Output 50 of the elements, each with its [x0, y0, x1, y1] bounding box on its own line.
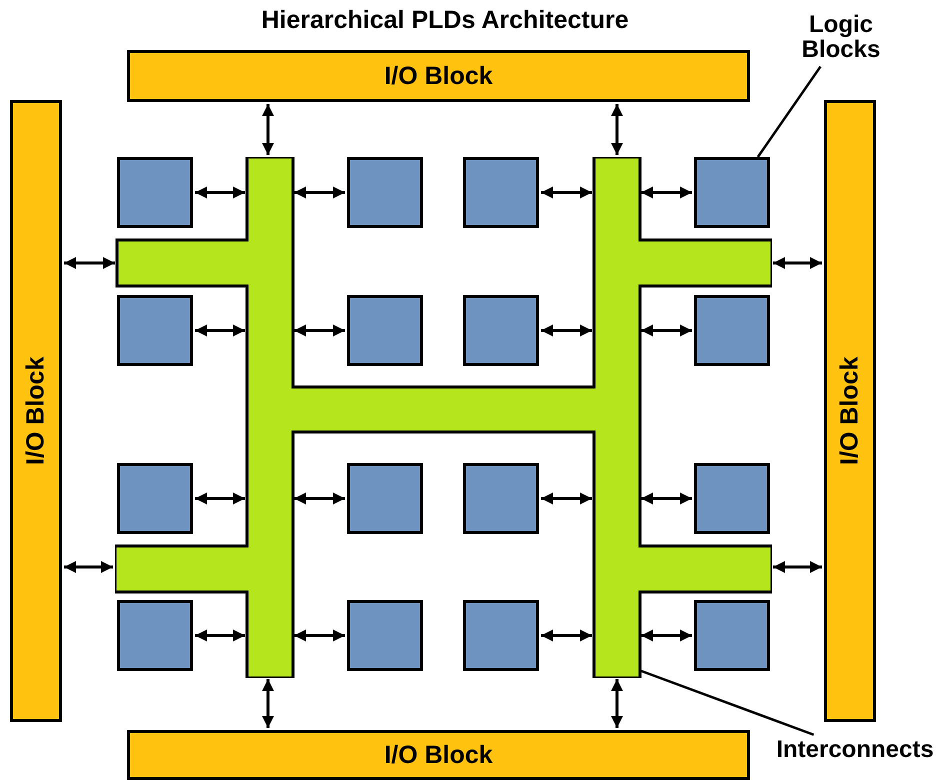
- logic-block: [694, 295, 770, 366]
- io-block: I/O Block: [127, 50, 750, 102]
- logic-block: [347, 463, 423, 534]
- logic-block: [347, 600, 423, 671]
- callout-label: Interconnects: [760, 735, 950, 765]
- double-arrow: [195, 186, 245, 198]
- double-arrow: [195, 630, 245, 642]
- io-block: I/O Block: [10, 100, 62, 722]
- double-arrow: [64, 561, 113, 573]
- double-arrow: [541, 492, 592, 504]
- logic-block: [117, 157, 193, 228]
- double-arrow: [262, 679, 274, 728]
- double-arrow: [262, 104, 274, 155]
- logic-block: [463, 295, 539, 366]
- logic-block: [463, 600, 539, 671]
- double-arrow: [641, 186, 692, 198]
- double-arrow: [294, 324, 345, 336]
- double-arrow: [641, 492, 692, 504]
- logic-block: [694, 157, 770, 228]
- double-arrow: [294, 492, 345, 504]
- double-arrow: [773, 257, 822, 269]
- callout-label: Logic Blocks: [793, 8, 889, 66]
- logic-block: [117, 463, 193, 534]
- logic-block: [463, 157, 539, 228]
- interconnect-bus: [115, 157, 772, 678]
- double-arrow: [294, 630, 345, 642]
- logic-block: [463, 463, 539, 534]
- io-block: I/O Block: [127, 730, 750, 780]
- double-arrow: [294, 186, 345, 198]
- io-block: I/O Block: [824, 100, 876, 722]
- logic-block: [117, 600, 193, 671]
- logic-block: [694, 600, 770, 671]
- logic-block: [117, 295, 193, 366]
- logic-block: [694, 463, 770, 534]
- double-arrow: [611, 104, 623, 155]
- diagram-title: Hierarchical PLDs Architecture: [260, 6, 630, 35]
- logic-block: [347, 157, 423, 228]
- leader-line: [756, 66, 822, 158]
- leader-line: [638, 669, 814, 736]
- double-arrow: [195, 492, 245, 504]
- double-arrow: [773, 561, 822, 573]
- double-arrow: [641, 630, 692, 642]
- double-arrow: [541, 324, 592, 336]
- logic-block: [347, 295, 423, 366]
- double-arrow: [611, 679, 623, 728]
- double-arrow: [541, 186, 592, 198]
- double-arrow: [541, 630, 592, 642]
- double-arrow: [641, 324, 692, 336]
- double-arrow: [195, 324, 245, 336]
- double-arrow: [64, 257, 115, 269]
